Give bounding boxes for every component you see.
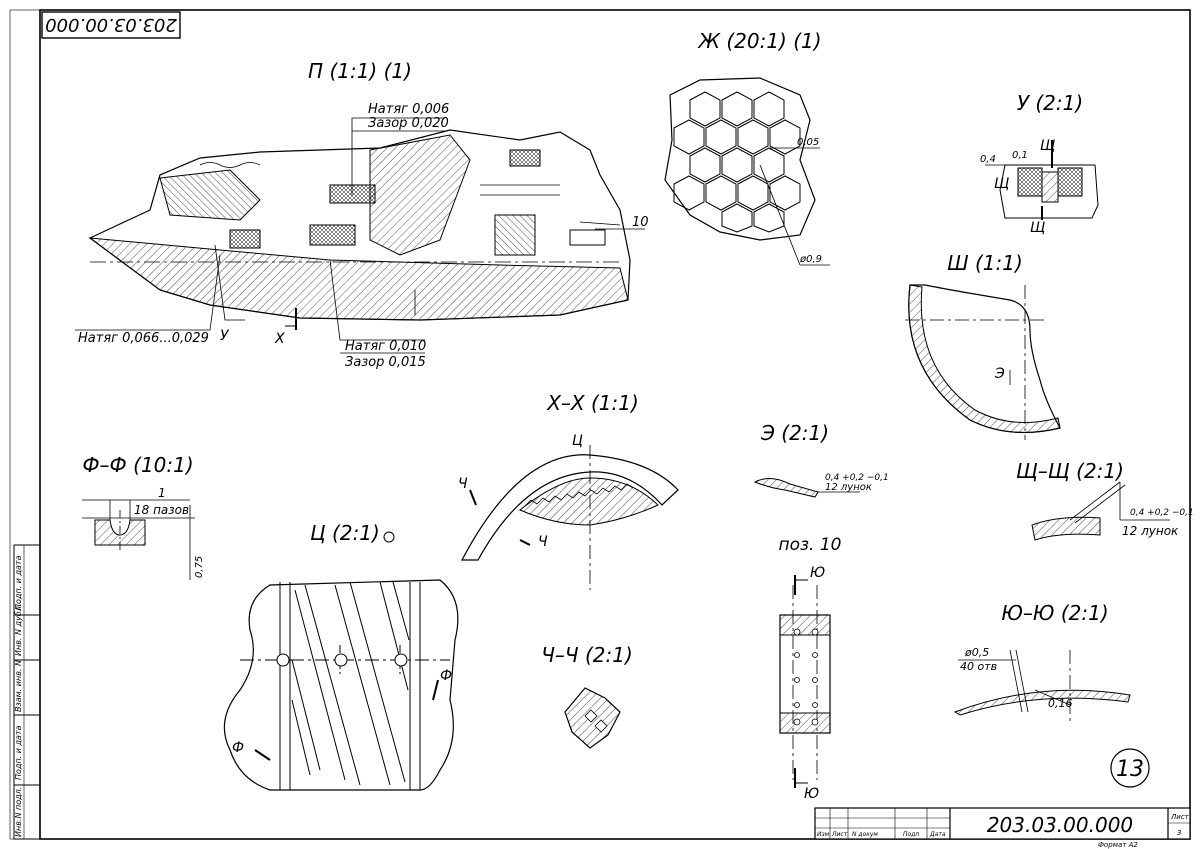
view-pos10: поз. 10 Ю Ю bbox=[779, 535, 842, 802]
view-p-title: П (1:1) (1) bbox=[308, 59, 412, 83]
svg-text:Зазор 0,020: Зазор 0,020 bbox=[368, 116, 449, 131]
svg-text:203.03.00.000: 203.03.00.000 bbox=[45, 14, 177, 35]
svg-text:Щ: Щ bbox=[1030, 220, 1045, 236]
doc-number: 203.03.00.000 bbox=[987, 813, 1133, 837]
view-u: У (2:1) 0,4 0,1 Щ Щ Щ bbox=[980, 91, 1098, 236]
view-p: П (1:1) (1) Натяг 0,006 Зазор 0 bbox=[75, 59, 649, 370]
svg-text:ø0,5: ø0,5 bbox=[964, 646, 989, 659]
svg-text:0,4: 0,4 bbox=[980, 154, 996, 165]
svg-text:3: 3 bbox=[1177, 829, 1181, 837]
view-zh-title: Ж (20:1) (1) bbox=[696, 29, 821, 53]
view-sh: Ш (1:1) Э bbox=[905, 251, 1060, 440]
svg-text:Натяг 0,010: Натяг 0,010 bbox=[345, 339, 426, 354]
svg-text:Зазор 0,015: Зазор 0,015 bbox=[345, 355, 426, 370]
format-label: Формат А2 bbox=[1098, 841, 1138, 849]
svg-text:0,05: 0,05 bbox=[797, 137, 819, 148]
sheet-number-badge: 13 bbox=[1111, 749, 1149, 787]
svg-text:0,4 +0,2 −0,1: 0,4 +0,2 −0,1 bbox=[1130, 508, 1194, 518]
svg-text:У: У bbox=[220, 328, 230, 344]
view-shchshch-title: Щ–Щ (2:1) bbox=[1016, 459, 1124, 483]
svg-text:Ч: Ч bbox=[458, 476, 468, 492]
view-xx: Х–Х (1:1) Ц Ч Ч bbox=[458, 391, 678, 590]
svg-text:Щ: Щ bbox=[1040, 138, 1055, 154]
view-zh: Ж (20:1) (1) 0,05 ø0,9 bbox=[665, 29, 830, 265]
svg-text:Натяг 0,006: Натяг 0,006 bbox=[368, 102, 449, 117]
svg-text:18 пазов: 18 пазов bbox=[134, 503, 189, 517]
svg-text:Подп. и дата: Подп. и дата bbox=[14, 725, 23, 780]
svg-text:12 лунок: 12 лунок bbox=[825, 482, 872, 493]
view-e-title: Э (2:1) bbox=[760, 421, 829, 445]
view-e: Э (2:1) 0,4 +0,2 −0,1 12 лунок bbox=[755, 421, 889, 497]
title-block: Изм Лист N докум Подп Дата 203.03.00.000… bbox=[815, 808, 1190, 849]
svg-text:Инв. N дубл.: Инв. N дубл. bbox=[14, 604, 23, 656]
svg-text:Х: Х bbox=[274, 331, 285, 347]
svg-text:Изм: Изм bbox=[817, 831, 830, 838]
svg-text:Инв.N подл.: Инв.N подл. bbox=[14, 787, 23, 837]
svg-text:Ц: Ц bbox=[572, 433, 583, 449]
view-sh-title: Ш (1:1) bbox=[947, 251, 1023, 275]
svg-text:Дата: Дата bbox=[929, 831, 946, 838]
view-shch-shch: Щ–Щ (2:1) 0,4 +0,2 −0,1 12 лунок bbox=[1016, 459, 1194, 540]
svg-text:0,75: 0,75 bbox=[194, 556, 205, 578]
view-xx-title: Х–Х (1:1) bbox=[546, 391, 639, 415]
svg-text:13: 13 bbox=[1116, 757, 1144, 782]
svg-text:Лист: Лист bbox=[1170, 813, 1190, 821]
view-pos10-title: поз. 10 bbox=[779, 535, 842, 555]
svg-text:12 лунок: 12 лунок bbox=[1122, 524, 1179, 538]
svg-text:Щ: Щ bbox=[994, 176, 1009, 192]
view-chch: Ч–Ч (2:1) bbox=[541, 643, 633, 748]
view-yuyu: Ю–Ю (2:1) ø0,5 40 отв 0,16 bbox=[955, 601, 1130, 725]
svg-text:Ф: Ф bbox=[440, 668, 452, 684]
view-u-title: У (2:1) bbox=[1017, 91, 1083, 115]
svg-text:0,16: 0,16 bbox=[1048, 697, 1073, 710]
svg-text:40 отв: 40 отв bbox=[960, 660, 997, 673]
svg-text:Ю: Ю bbox=[804, 786, 819, 802]
svg-text:Взам. инв. N: Взам. инв. N bbox=[14, 660, 23, 712]
svg-text:0,1: 0,1 bbox=[1012, 150, 1028, 161]
corner-doc-number: 203.03.00.000 bbox=[42, 12, 180, 38]
view-ff: Ф–Ф (10:1) 1 18 пазов 0,75 bbox=[82, 453, 205, 580]
svg-text:Подп: Подп bbox=[903, 831, 919, 838]
svg-text:Подп. и дата: Подп. и дата bbox=[14, 555, 23, 610]
view-ts: Ц (2:1) Ф Ф bbox=[224, 521, 457, 790]
svg-text:Ф: Ф bbox=[232, 740, 244, 756]
svg-text:Ч: Ч bbox=[538, 534, 548, 550]
view-yuyu-title: Ю–Ю (2:1) bbox=[1001, 601, 1108, 625]
svg-text:Лист: Лист bbox=[831, 831, 848, 838]
svg-text:Натяг 0,066...0,029: Натяг 0,066...0,029 bbox=[78, 331, 209, 346]
view-ts-title: Ц (2:1) bbox=[310, 521, 380, 545]
svg-text:Э: Э bbox=[994, 366, 1005, 382]
svg-text:10: 10 bbox=[632, 215, 649, 230]
svg-text:N докум: N докум bbox=[852, 831, 878, 838]
side-stamp: Инв.N подл. Подп. и дата Взам. инв. N Ин… bbox=[14, 545, 40, 839]
svg-text:ø0,9: ø0,9 bbox=[799, 254, 822, 265]
svg-text:Ю: Ю bbox=[810, 565, 825, 581]
view-chch-title: Ч–Ч (2:1) bbox=[541, 643, 633, 667]
svg-text:1: 1 bbox=[158, 486, 166, 500]
view-ff-title: Ф–Ф (10:1) bbox=[82, 453, 193, 477]
